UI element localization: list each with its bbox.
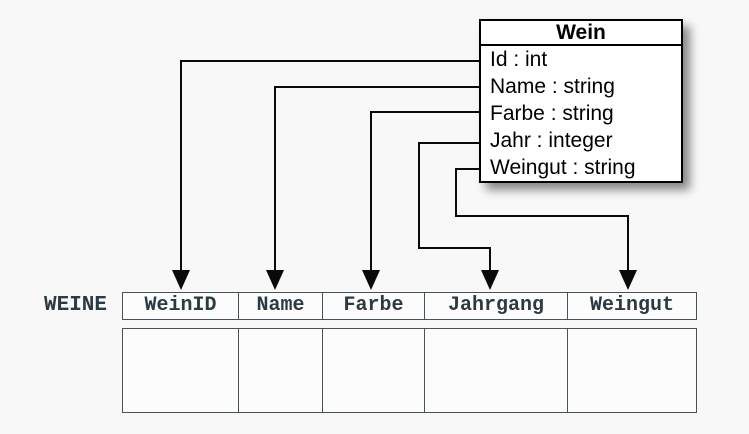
- arrowhead-jahrgang: [481, 270, 499, 290]
- class-attribute-weingut: Weingut : string: [490, 156, 636, 179]
- column-header-jahrgang: Jahrgang: [425, 293, 568, 319]
- relation-body-row: [122, 328, 697, 413]
- table-cell: [239, 329, 323, 412]
- class-attribute-farbe: Farbe : string: [490, 102, 614, 125]
- class-title: Wein: [481, 21, 681, 46]
- arrow-weingut-to-weingut: [455, 168, 629, 272]
- arrowhead-weingut: [619, 270, 637, 290]
- table-cell: [123, 329, 239, 412]
- arrowhead-name: [266, 270, 284, 290]
- class-attribute-jahr: Jahr : integer: [490, 129, 613, 152]
- column-header-name: Name: [239, 293, 323, 319]
- arrowhead-farbe: [362, 270, 380, 290]
- column-header-weinid: WeinID: [123, 293, 239, 319]
- class-attribute-id: Id : int: [490, 48, 548, 71]
- class-box-wein: Wein Id : int Name : string Farbe : stri…: [479, 19, 683, 183]
- relation-header-row: WeinID Name Farbe Jahrgang Weingut: [122, 292, 697, 320]
- class-attribute-list: Id : int Name : string Farbe : string Ja…: [481, 46, 681, 181]
- arrow-id-to-weinid: [180, 60, 479, 272]
- arrow-jahr-to-jahrgang: [418, 142, 491, 272]
- class-attribute-name: Name : string: [490, 75, 615, 98]
- table-cell: [568, 329, 696, 412]
- table-cell: [323, 329, 425, 412]
- relation-name-label: WEINE: [44, 294, 108, 317]
- arrow-farbe-to-farbe: [370, 111, 479, 272]
- table-cell: [425, 329, 568, 412]
- column-header-weingut: Weingut: [589, 294, 674, 317]
- column-header-farbe: Farbe: [323, 293, 425, 319]
- arrow-name-to-name: [274, 86, 479, 272]
- arrowhead-weinid: [172, 270, 190, 290]
